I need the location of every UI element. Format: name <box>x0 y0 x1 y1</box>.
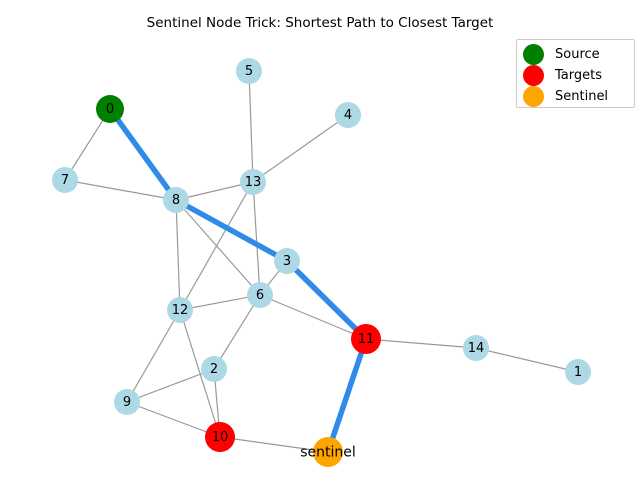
node-label-12: 12 <box>172 303 189 318</box>
graph-node-4[interactable] <box>335 102 361 128</box>
node-label-4: 4 <box>344 108 352 123</box>
graph-node-5[interactable] <box>236 58 262 84</box>
graph-edge <box>475 347 579 373</box>
graph-node-12[interactable] <box>167 297 193 323</box>
graph-edge <box>252 181 261 296</box>
graph-edge <box>179 309 221 438</box>
graph-edge <box>175 199 181 311</box>
node-label-5: 5 <box>245 64 253 79</box>
path-edge <box>173 197 290 264</box>
path-edge <box>107 106 179 203</box>
graph-edge <box>126 309 181 403</box>
node-label-13: 13 <box>245 175 262 190</box>
graph-edge <box>213 294 261 370</box>
graph-node-8[interactable] <box>163 187 189 213</box>
graph-node-14[interactable] <box>463 335 489 361</box>
legend-item-source: Source <box>523 43 600 65</box>
graph-node-2[interactable] <box>201 356 227 382</box>
graph-node-7[interactable] <box>52 167 78 193</box>
graph-node-0[interactable] <box>96 95 124 123</box>
legend-marker-icon <box>523 64 544 86</box>
graph-edge <box>64 179 177 201</box>
node-label-sentinel: sentinel <box>300 445 356 461</box>
legend-label: Targets <box>555 67 602 83</box>
graph-edge <box>365 338 477 349</box>
graph-node-6[interactable] <box>247 282 273 308</box>
legend-marker-icon <box>523 85 544 107</box>
legend-item-targets: Targets <box>523 64 602 86</box>
graph-node-13[interactable] <box>240 169 266 195</box>
graph-edge <box>126 401 221 438</box>
path-edge <box>325 336 369 455</box>
graph-edge <box>126 368 215 403</box>
node-label-8: 8 <box>172 193 180 208</box>
graph-edge <box>219 436 329 453</box>
chart-title: Sentinel Node Trick: Shortest Path to Cl… <box>146 15 494 31</box>
node-layer <box>52 58 591 467</box>
graph-node-11[interactable] <box>351 324 381 354</box>
graph-edge <box>64 108 111 181</box>
graph-edge <box>259 294 367 340</box>
graph-node-1[interactable] <box>565 359 591 385</box>
graph-edge <box>248 70 254 183</box>
graph-edge <box>252 114 349 183</box>
node-label-3: 3 <box>283 254 291 269</box>
edge-layer <box>64 70 579 453</box>
graph-node-sentinel[interactable] <box>313 437 343 467</box>
legend-label: Source <box>555 46 600 62</box>
node-label-1: 1 <box>574 365 582 380</box>
legend-marker-icon <box>523 43 544 65</box>
node-label-7: 7 <box>61 173 69 188</box>
legend-item-sentinel: Sentinel <box>523 85 608 107</box>
graph-edge <box>179 294 261 311</box>
graph-node-10[interactable] <box>205 422 235 452</box>
node-label-10: 10 <box>212 430 229 445</box>
node-label-0: 0 <box>106 102 114 117</box>
graph-edge <box>175 181 254 201</box>
graph-node-9[interactable] <box>114 389 140 415</box>
node-label-9: 9 <box>123 395 131 410</box>
legend-label: Sentinel <box>555 88 609 104</box>
node-label-14: 14 <box>468 341 485 356</box>
node-label-11: 11 <box>358 332 375 347</box>
graph-node-3[interactable] <box>274 248 300 274</box>
path-edge <box>284 258 369 342</box>
node-label-2: 2 <box>210 362 218 377</box>
graph-edge <box>175 199 261 296</box>
node-label-6: 6 <box>256 288 264 303</box>
highlighted-path-layer <box>107 106 369 455</box>
